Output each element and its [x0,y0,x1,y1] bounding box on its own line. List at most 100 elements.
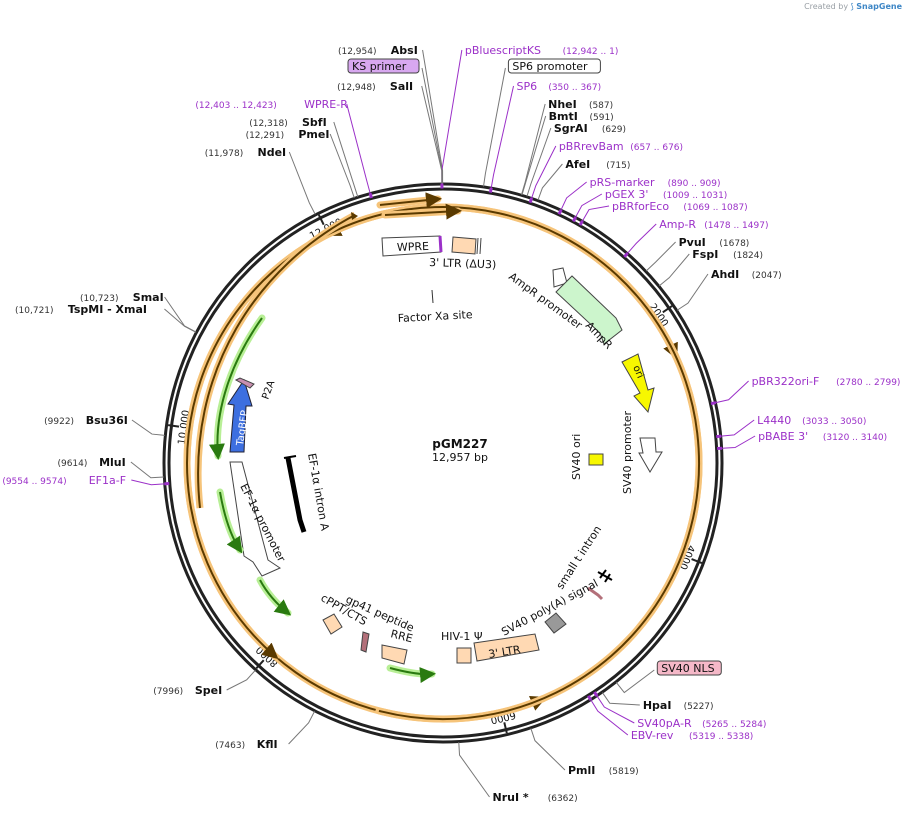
feature-arc[interactable] [259,579,292,616]
hiv1-psi-feature[interactable] [456,647,472,664]
site-label-spei[interactable]: SpeI(7996) [153,684,222,697]
site-label-amp-r[interactable]: Amp-R(1478 .. 1497) [659,218,768,231]
site-label-nhei[interactable]: NheI(587) [548,98,613,111]
site-label-sbfi[interactable]: SbfI(12,318) [249,116,326,129]
site-label-sv40-nls[interactable]: SV40 NLS [656,660,722,676]
site-name: MluI [99,456,126,469]
sv40-promoter-feature[interactable] [638,437,663,473]
site-label-ahdi[interactable]: AhdI(2047) [711,268,782,281]
site-label-smai[interactable]: SmaI(10,723) [80,291,164,304]
site-label-sali[interactable]: SalI(12,948) [337,80,413,93]
site-name: NheI [548,98,577,111]
site-label-pbrforeco[interactable]: pBRforEco(1069 .. 1087) [612,200,748,213]
site-label-absi[interactable]: AbsI(12,954) [338,44,418,57]
site-name: pBRrevBam [559,140,624,153]
site-coord: (12,942 .. 1) [563,47,619,57]
site-label-ef1a-f[interactable]: EF1a-F(9554 .. 9574) [2,474,126,487]
site-label-hpai[interactable]: HpaI(5227) [643,699,714,712]
feature-box [347,58,420,74]
feature-box-text: SV40 NLS [661,662,714,675]
site-label-ks-primer[interactable]: KS primer [347,58,420,74]
ltr-du3-feature[interactable] [451,236,477,255]
site-label-fspi[interactable]: FspI(1824) [692,248,763,261]
primer-mark [623,252,629,258]
site-label-wpre-r[interactable]: WPRE-R(12,403 .. 12,423) [195,98,348,111]
site-label-pmli[interactable]: PmlI(5819) [568,764,639,777]
credit-brand[interactable]: SnapGene [856,2,902,11]
site-label-prs-marker[interactable]: pRS-marker(890 .. 909) [590,176,721,189]
site-name: PmlI [568,764,595,777]
site-label-pbrrevbam[interactable]: pBRrevBam(657 .. 676) [559,140,683,153]
tagbfp-feature[interactable] [227,378,253,453]
primer-mark [593,691,599,697]
site-label-pmei[interactable]: PmeI(12,291) [246,128,330,141]
orf-left-arrow[interactable] [197,214,356,509]
site-connector [596,695,635,724]
site-name: NdeI [257,146,286,159]
site-name: L4440 [757,414,791,427]
p2a-feature[interactable] [234,377,255,389]
site-label-pbluescriptks[interactable]: pBluescriptKS (12,942 .. 1) [465,44,618,57]
site-label-bsu36i[interactable]: Bsu36I(9922) [44,414,128,427]
site-name: SalI [390,80,413,93]
site-label-sp6[interactable]: SP6(350 .. 367) [517,80,602,93]
site-name: pBluescriptKS [465,44,541,57]
site-label-l4440[interactable]: L4440 (3033 .. 3050) [757,414,866,427]
site-name: NruI * [493,791,529,804]
site-name: SgrAI [554,122,588,135]
feature-arc[interactable] [219,491,243,554]
site-label-kfli[interactable]: KflI(7463) [215,738,277,751]
gp41-feature[interactable] [360,631,370,653]
sv40-polya-feature[interactable] [544,612,567,634]
site-label-afei[interactable]: AfeI(715) [565,158,630,171]
site-coord: (2780 .. 2799) [836,378,900,388]
ampr-feature[interactable] [555,275,623,345]
site-coord: (1678) [719,239,749,249]
ltr-du3-hatch [476,237,482,255]
three-ltr-feature[interactable] [473,633,540,662]
site-label-pvui[interactable]: PvuI(1678) [679,236,750,249]
site-label-sv40pa-r[interactable]: SV40pA-R(5265 .. 5284) [637,717,766,730]
site-label-sgrai[interactable]: SgrAI(629) [554,122,626,135]
site-coord: (5227) [684,702,714,712]
site-coord: (5265 .. 5284) [702,720,766,730]
rre-feature[interactable] [381,644,408,665]
ruler-tick [503,722,508,734]
sv40-ori-feature[interactable] [588,453,604,466]
site-label-pbabe-3-[interactable]: pBABE 3'(3120 .. 3140) [758,430,887,443]
ef1a-promoter-feature[interactable] [229,461,282,577]
site-connector [226,669,256,691]
site-label-ebv-rev[interactable]: EBV-rev(5319 .. 5338) [631,729,753,742]
small-t-intron-feature[interactable] [597,569,613,583]
site-name: pRS-marker [590,176,655,189]
site-label-sp6-promoter[interactable]: SP6 promoter [507,58,601,74]
site-connector [582,205,610,222]
site-coord: (12,291) [246,131,285,141]
cppt-feature[interactable] [322,613,343,635]
site-label-pgex-3-[interactable]: pGEX 3'(1009 .. 1031) [605,188,727,201]
site-coord: (1824) [733,251,763,261]
small-t-intron-label: small t intron [554,523,605,591]
site-label-mlui[interactable]: MluI(9614) [57,456,125,469]
site-connector [421,67,443,184]
site-connector [537,163,563,201]
site-label-bmti[interactable]: BmtI(591) [549,110,614,123]
site-name: SmaI [133,291,164,304]
ori-feature[interactable] [621,353,655,414]
site-label-nrui-[interactable]: NruI *(6362) [493,791,578,804]
credit-prefix: Created by [804,2,849,11]
site-coord: (3033 .. 3050) [802,417,866,427]
feature-arc[interactable] [389,667,436,683]
site-name: pBR322ori-F [752,375,820,388]
small-t-intron-arrow [587,586,604,601]
site-label-tspmi-xmai[interactable]: TspMI - XmaI(10,721) [15,303,147,316]
site-label-pbr322ori-f[interactable]: pBR322ori-F (2780 .. 2799) [752,375,901,388]
orf-short-arrow[interactable] [379,192,442,209]
orf-short-arrow[interactable] [384,203,462,220]
orf-arrow[interactable] [186,206,700,720]
site-coord: (1478 .. 1497) [704,221,768,231]
site-label-ndei[interactable]: NdeI(11,978) [205,146,286,159]
feature-arc[interactable] [208,317,263,460]
plasmid-name: pGM227 [432,437,488,451]
ef1a-intron-feature[interactable] [285,457,307,533]
